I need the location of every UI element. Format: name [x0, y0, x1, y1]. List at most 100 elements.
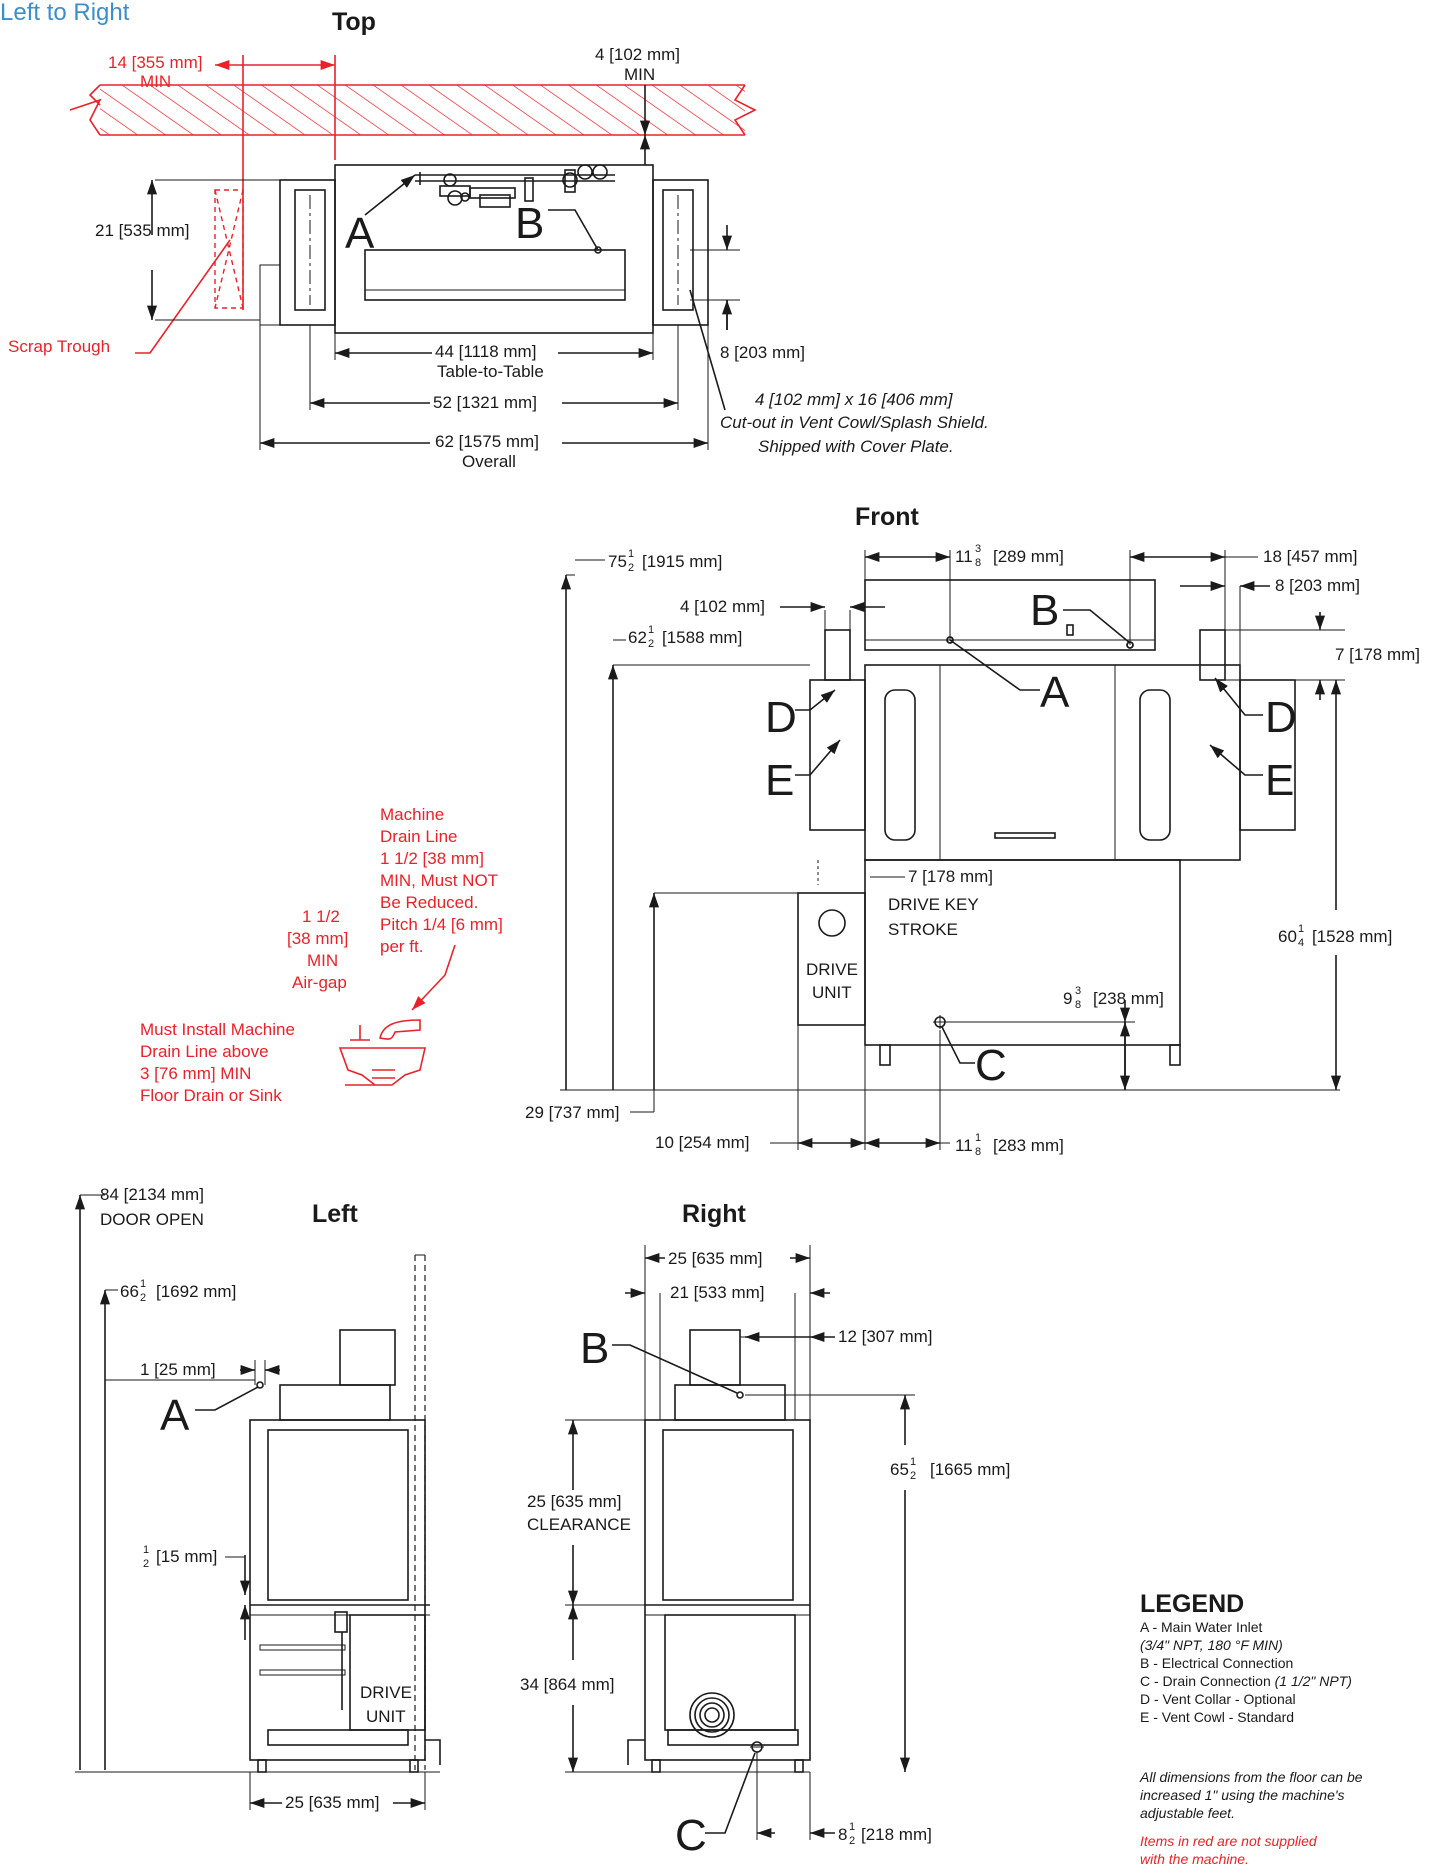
left-drive-label-2: UNIT	[366, 1707, 406, 1726]
drain-text-3: 1 1/2 [38 mm]	[380, 849, 484, 868]
dim-15-d: 2	[143, 1558, 149, 1570]
scrap-trough-label: Scrap Trough	[8, 337, 110, 356]
drain-text-4: MIN, Must NOT	[380, 871, 498, 890]
dim-top-203: 8 [203 mm]	[720, 343, 805, 362]
front-drive-label-1: DRIVE	[806, 960, 858, 979]
airgap-text-4: Air-gap	[292, 973, 347, 992]
left-view: Left 84 [2134 mm] DOOR OPEN 66 1 2 [1692…	[74, 1185, 441, 1812]
legend-c-note: (1 1/2" NPT)	[1275, 1673, 1352, 1689]
dim-1665-rest: [1665 mm]	[930, 1460, 1010, 1479]
legend-c-main: C - Drain Connection	[1140, 1673, 1275, 1689]
dim-864: 34 [864 mm]	[520, 1675, 615, 1694]
dim-535: 21 [535 mm]	[95, 221, 190, 240]
dim-1528-d: 4	[1298, 937, 1304, 949]
corner-label: Left to Right	[0, 0, 130, 26]
dim-355-min: MIN	[140, 72, 171, 91]
callout-top-b: B	[515, 199, 544, 248]
dim-218-int: 8	[838, 1825, 847, 1844]
top-view-title: Top	[332, 8, 376, 36]
drain-detail: Machine Drain Line 1 1/2 [38 mm] MIN, Mu…	[140, 805, 503, 1105]
drain-text-6: Pitch 1/4 [6 mm]	[380, 915, 503, 934]
legend-red-1: Items in red are not supplied	[1140, 1833, 1318, 1849]
legend-red-2: with the machine.	[1140, 1851, 1249, 1867]
dim-1588-rest: [1588 mm]	[662, 628, 742, 647]
legend-a-note: (3/4" NPT, 180 °F MIN)	[1140, 1637, 1283, 1653]
dim-half-1588-d: 2	[648, 638, 654, 650]
dim-289-rest: [289 mm]	[993, 547, 1064, 566]
dim-254: 10 [254 mm]	[655, 1133, 750, 1152]
dim-218-n: 1	[849, 1821, 855, 1833]
drain-text-5: Be Reduced.	[380, 893, 478, 912]
legend-note-1: All dimensions from the floor can be	[1139, 1769, 1363, 1785]
legend-note-2: increased 1" using the machine's	[1140, 1787, 1345, 1803]
dim-737: 29 [737 mm]	[525, 1103, 620, 1122]
dim-289-n: 3	[975, 543, 981, 555]
dim-1665-n: 1	[910, 1456, 916, 1468]
dim-102: 4 [102 mm]	[595, 45, 680, 64]
dim-1575: 62 [1575 mm]	[435, 432, 539, 451]
airgap-text-3: MIN	[307, 951, 338, 970]
dim-457: 18 [457 mm]	[1263, 547, 1358, 566]
cutout-note-2: Cut-out in Vent Cowl/Splash Shield.	[720, 413, 989, 432]
dim-238-d: 8	[1075, 999, 1081, 1011]
stroke-dim: 7 [178 mm]	[908, 867, 993, 886]
legend-title: LEGEND	[1140, 1590, 1244, 1618]
callout-right-c: C	[675, 1811, 707, 1860]
legend-d: D - Vent Collar - Optional	[1140, 1691, 1296, 1707]
door-open-label: DOOR OPEN	[100, 1210, 204, 1229]
drain-text-7: per ft.	[380, 937, 423, 956]
dim-left-25: 1 [25 mm]	[140, 1360, 216, 1379]
dim-283-int: 11	[955, 1136, 973, 1155]
callout-top-a: A	[345, 209, 375, 258]
legend-b: B - Electrical Connection	[1140, 1655, 1293, 1671]
callout-front-c: C	[975, 1041, 1007, 1090]
left-drive-label-1: DRIVE	[360, 1683, 412, 1702]
callout-front-a: A	[1040, 668, 1070, 717]
airgap-text-2: [38 mm]	[287, 929, 348, 948]
front-view-title: Front	[855, 503, 920, 531]
dim-1588-int: 62	[628, 628, 647, 647]
callout-right-b: B	[580, 1324, 609, 1373]
legend-note-3: adjustable feet.	[1140, 1805, 1235, 1821]
dim-15-n: 1	[143, 1544, 149, 1556]
dim-289-int: 11	[955, 547, 973, 566]
dim-half-1588-n: 1	[648, 624, 654, 636]
dim-front-178: 7 [178 mm]	[1335, 645, 1420, 664]
dim-1692-n: 1	[140, 1278, 146, 1290]
legend-e: E - Vent Cowl - Standard	[1140, 1709, 1294, 1725]
dim-283-d: 8	[975, 1146, 981, 1158]
dim-1915-rest: [1915 mm]	[642, 552, 722, 571]
water-piping	[415, 164, 615, 208]
dim-1321: 52 [1321 mm]	[433, 393, 537, 412]
dim-15-rest: [15 mm]	[156, 1547, 217, 1566]
install-text-2: Drain Line above	[140, 1042, 269, 1061]
dim-left-635: 25 [635 mm]	[285, 1793, 380, 1812]
dim-1692-rest: [1692 mm]	[156, 1282, 236, 1301]
install-text-1: Must Install Machine	[140, 1020, 295, 1039]
dim-front-203: 8 [203 mm]	[1275, 576, 1360, 595]
dim-355: 14 [355 mm]	[108, 53, 203, 72]
right-view-title: Right	[682, 1200, 747, 1228]
dim-half-1915-n: 1	[628, 548, 634, 560]
clearance-label: CLEARANCE	[527, 1515, 631, 1534]
dim-1528-int: 60	[1278, 927, 1297, 946]
install-text-4: Floor Drain or Sink	[140, 1086, 282, 1105]
legend: LEGEND A - Main Water Inlet (3/4" NPT, 1…	[1139, 1590, 1363, 1867]
dim-half-1915-d: 2	[628, 562, 634, 574]
dim-283-n: 1	[975, 1132, 981, 1144]
dim-1528-rest: [1528 mm]	[1312, 927, 1392, 946]
dim-1665-d: 2	[910, 1470, 916, 1482]
dim-218-rest: [218 mm]	[861, 1825, 932, 1844]
dim-218-d: 2	[849, 1835, 855, 1847]
top-view: Top 14 [355 mm] MIN 4 [102 mm] MIN	[8, 8, 989, 471]
callout-left-a: A	[160, 1391, 190, 1440]
dim-102-min: MIN	[624, 65, 655, 84]
wall-hatch	[69, 84, 757, 136]
cutout-note-1: 4 [102 mm] x 16 [406 mm]	[755, 390, 954, 409]
drain-coil	[689, 1692, 735, 1738]
dim-283-rest: [283 mm]	[993, 1136, 1064, 1155]
dim-1118-sub: Table-to-Table	[437, 362, 544, 381]
dim-1118: 44 [1118 mm]	[435, 342, 536, 361]
stroke-label-2: STROKE	[888, 920, 958, 939]
